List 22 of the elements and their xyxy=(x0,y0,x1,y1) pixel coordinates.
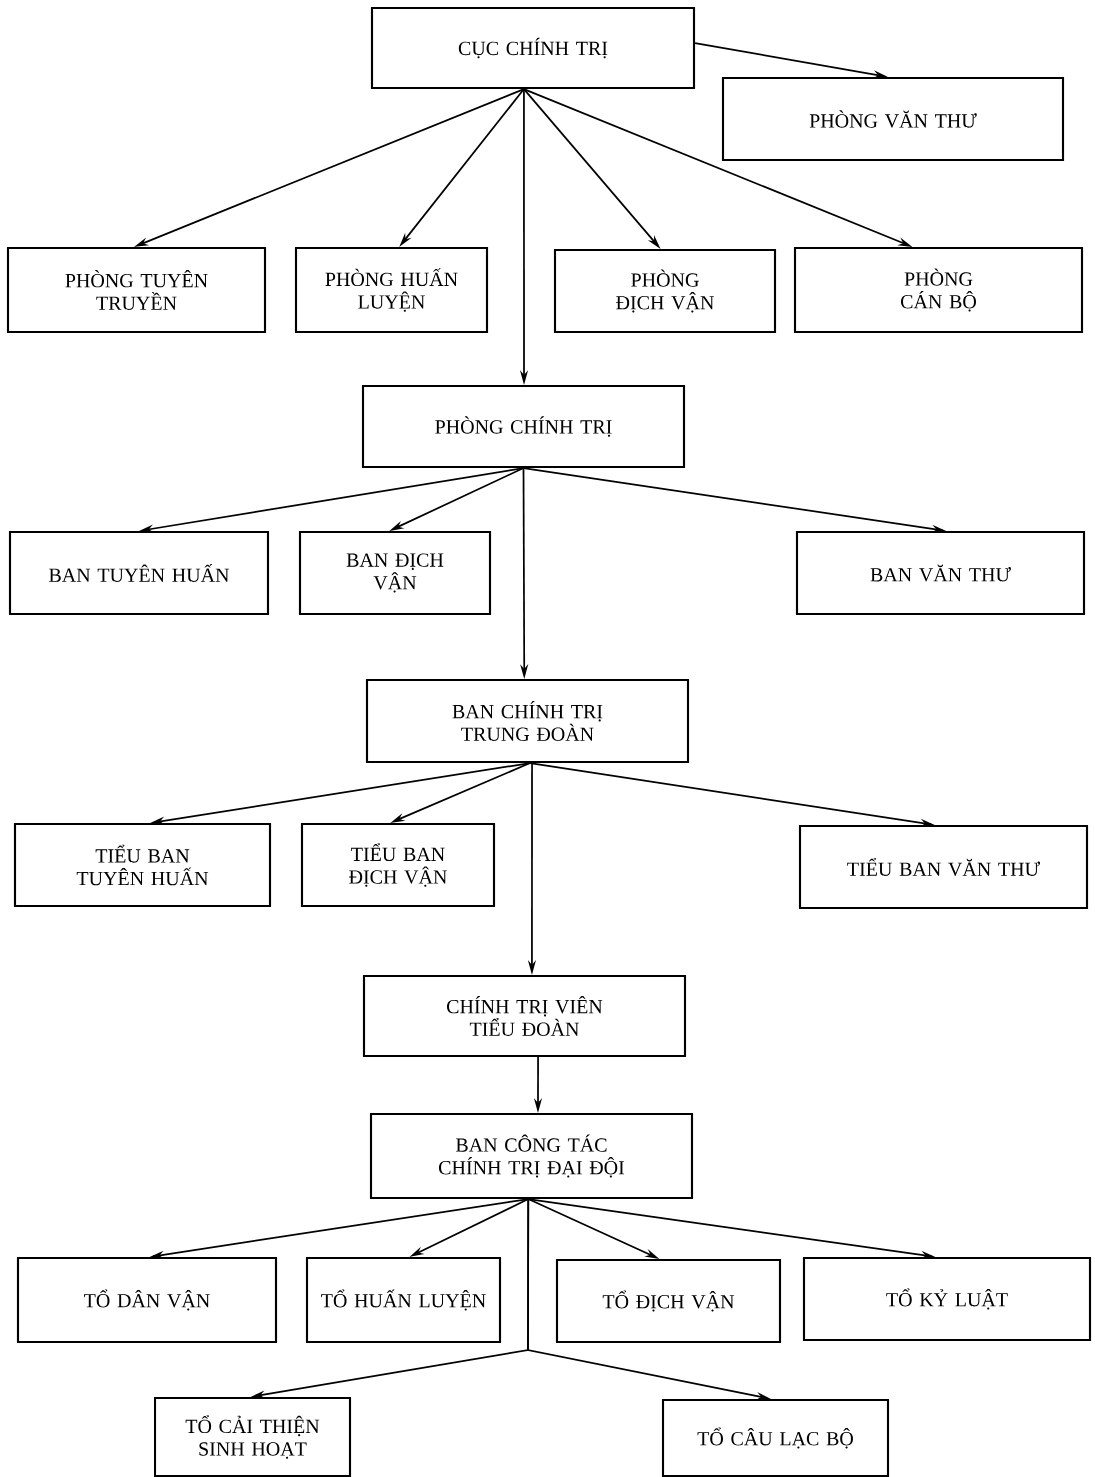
org-box: PHÒNG ĐỊCH VẬN xyxy=(553,248,777,334)
org-box: BAN ĐỊCH VẬN xyxy=(298,530,492,616)
org-box: PHÒNG VĂN THƯ xyxy=(721,76,1065,162)
org-box: TỔ KỶ LUẬT xyxy=(802,1256,1092,1342)
org-box: TIỂU BAN ĐỊCH VẬN xyxy=(300,822,496,908)
org-box: TỔ HUẤN LUYỆN xyxy=(305,1256,502,1344)
org-box: BAN TUYÊN HUẤN xyxy=(8,530,270,616)
org-box: PHÒNG TUYÊN TRUYỀN xyxy=(6,246,267,334)
org-box: BAN VĂN THƯ xyxy=(795,530,1086,616)
org-box: TIỂU BAN TUYÊN HUẤN xyxy=(13,822,272,908)
org-box: TỔ CẢI THIỆN SINH HOẠT xyxy=(153,1396,352,1477)
org-box: CHÍNH TRỊ VIÊN TIỂU ĐOÀN xyxy=(362,974,687,1058)
org-box: PHÒNG CHÍNH TRỊ xyxy=(361,384,686,469)
org-box: BAN CHÍNH TRỊ TRUNG ĐOÀN xyxy=(365,678,690,764)
org-box: CỤC CHÍNH TRỊ xyxy=(370,6,696,90)
org-box: PHÒNG CÁN BỘ xyxy=(793,246,1084,334)
org-box: BAN CÔNG TÁC CHÍNH TRỊ ĐẠI ĐỘI xyxy=(369,1112,694,1200)
org-box: TỔ ĐỊCH VẬN xyxy=(555,1258,782,1344)
org-box: TỔ CÂU LẠC BỘ xyxy=(661,1398,890,1477)
org-box: TỔ DÂN VẬN xyxy=(16,1256,278,1344)
org-box: PHÒNG HUẤN LUYỆN xyxy=(294,246,489,334)
org-box: TIỂU BAN VĂN THƯ xyxy=(798,824,1089,910)
